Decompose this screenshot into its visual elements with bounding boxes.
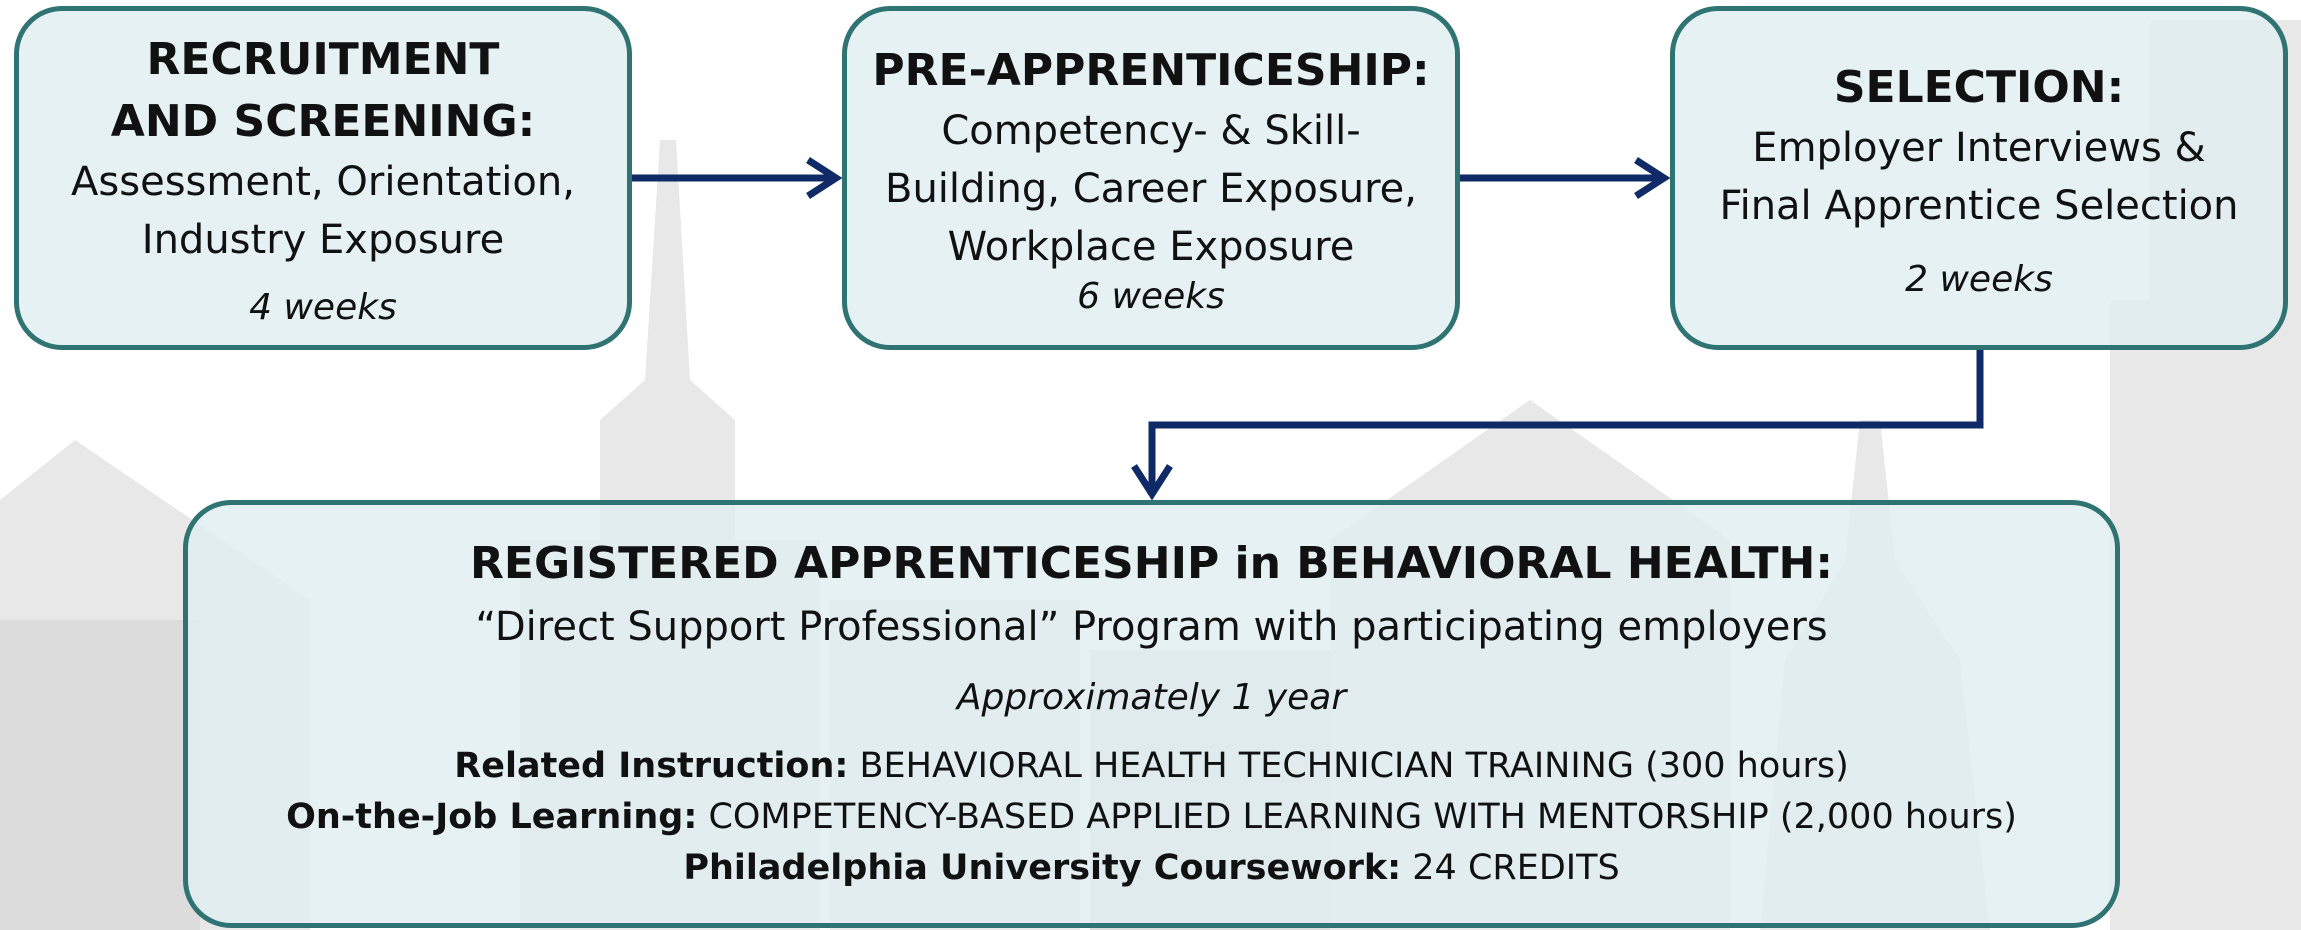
- selection-box: SELECTION: Employer Interviews & Final A…: [1670, 6, 2288, 350]
- registered-title: REGISTERED APPRENTICESHIP in BEHAVIORAL …: [470, 538, 1833, 589]
- pre-apprenticeship-title: PRE-APPRENTICESHIP:: [872, 44, 1430, 96]
- registered-duration: Approximately 1 year: [956, 677, 1347, 718]
- detail-text: COMPETENCY-BASED APPLIED LEARNING WITH M…: [697, 797, 2017, 837]
- detail-coursework: Philadelphia University Coursework: 24 C…: [286, 843, 2017, 894]
- detail-label: Related Instruction:: [454, 746, 849, 786]
- pre-apprenticeship-duration: 6 weeks: [1077, 275, 1225, 317]
- selection-title: SELECTION:: [1833, 61, 2125, 113]
- recruitment-duration: 4 weeks: [249, 286, 397, 328]
- detail-related-instruction: Related Instruction: BEHAVIORAL HEALTH T…: [286, 741, 2017, 792]
- recruitment-body: Assessment, Orientation, Industry Exposu…: [71, 158, 575, 263]
- detail-label: Philadelphia University Coursework:: [683, 848, 1402, 888]
- detail-text: 24 CREDITS: [1401, 848, 1620, 888]
- silhouette-block-a: [0, 620, 200, 930]
- detail-text: BEHAVIORAL HEALTH TECHNICIAN TRAINING (3…: [848, 746, 1849, 786]
- selection-duration: 2 weeks: [1905, 258, 2053, 300]
- pre-apprenticeship-body: Competency- & Skill-Building, Career Exp…: [885, 107, 1417, 270]
- detail-label: On-the-Job Learning:: [286, 797, 698, 837]
- registered-body: “Direct Support Professional” Program wi…: [475, 604, 1828, 650]
- registered-details: Related Instruction: BEHAVIORAL HEALTH T…: [286, 741, 2017, 894]
- registered-apprenticeship-box: REGISTERED APPRENTICESHIP in BEHAVIORAL …: [183, 500, 2120, 928]
- recruitment-box: RECRUITMENT AND SCREENING: Assessment, O…: [14, 6, 632, 350]
- detail-on-the-job-learning: On-the-Job Learning: COMPETENCY-BASED AP…: [286, 792, 2017, 843]
- skyscraper-right-low: [2110, 300, 2170, 930]
- selection-body: Employer Interviews & Final Apprentice S…: [1719, 124, 2239, 229]
- recruitment-title: RECRUITMENT AND SCREENING:: [110, 33, 536, 147]
- pre-apprenticeship-box: PRE-APPRENTICESHIP: Competency- & Skill-…: [842, 6, 1460, 350]
